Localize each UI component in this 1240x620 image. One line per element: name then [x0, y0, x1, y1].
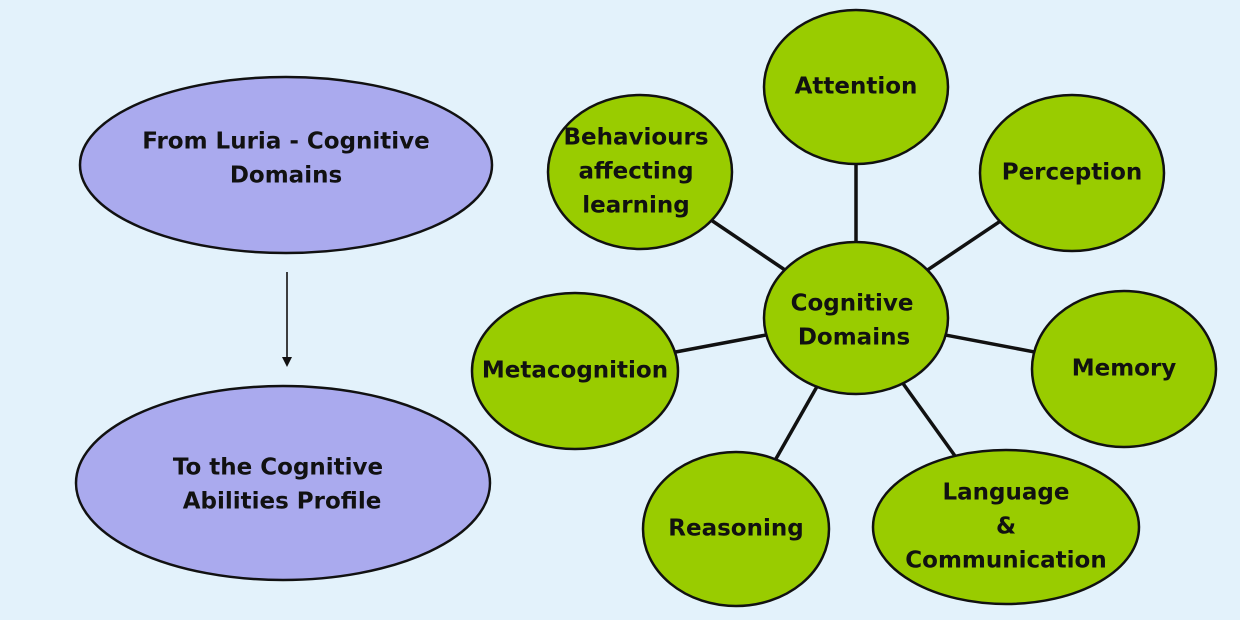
- domain-node-language-communication: Language & Communication: [871, 448, 1141, 606]
- domain-ellipse-perception: [978, 93, 1166, 253]
- from-luria-ellipse: [78, 75, 494, 255]
- domain-node-attention: Attention: [762, 8, 950, 166]
- link-reasoning: [774, 385, 819, 461]
- domain-label-attention-line1: Attention: [795, 74, 918, 100]
- hub-node: Cognitive Domains: [762, 240, 950, 396]
- domain-node-behaviours-affecting-learning: Behaviours affecting learning: [546, 93, 734, 251]
- cap-label-line2: Abilities Profile: [183, 489, 382, 515]
- cognitive-abilities-profile-ellipse: [74, 384, 492, 582]
- hub-links: [674, 164, 1035, 461]
- domain-ellipse-attention: [762, 8, 950, 166]
- domain-label-behaviours-affecting-learning-line2: affecting: [578, 159, 693, 185]
- hub-label-line2: Domains: [798, 325, 910, 351]
- hub-label-line1: Cognitive: [791, 291, 914, 317]
- domain-ellipse-behaviours-affecting-learning: [546, 93, 734, 251]
- domain-label-language-communication-line1: Language: [943, 480, 1070, 506]
- domain-ellipse-memory: [1030, 289, 1218, 449]
- domain-label-behaviours-affecting-learning-line3: learning: [582, 193, 689, 219]
- link-language-communication: [901, 382, 957, 457]
- domain-label-reasoning-line1: Reasoning: [668, 516, 803, 542]
- link-metacognition: [674, 333, 767, 354]
- domain-node-memory: Memory: [1030, 289, 1218, 449]
- link-memory: [945, 333, 1035, 354]
- link-behaviours-affecting-learning: [710, 218, 786, 272]
- domain-label-metacognition-line1: Metacognition: [482, 358, 668, 384]
- domain-ellipse-metacognition: [470, 291, 680, 451]
- domain-node-perception: Perception: [978, 93, 1166, 253]
- from-luria-node: From Luria - Cognitive Domains: [78, 75, 494, 255]
- domain-node-metacognition: Metacognition: [470, 291, 680, 451]
- from-luria-label-line2: Domains: [230, 163, 342, 189]
- domain-label-language-communication-line2: &: [996, 514, 1016, 540]
- cap-label-line1: To the Cognitive: [173, 455, 383, 481]
- hub-ellipse: [762, 240, 950, 396]
- domain-label-memory-line1: Memory: [1072, 356, 1177, 382]
- from-luria-label-line1: From Luria - Cognitive: [142, 129, 430, 155]
- domain-label-perception-line1: Perception: [1002, 160, 1143, 186]
- domain-label-behaviours-affecting-learning-line1: Behaviours: [563, 125, 708, 151]
- domain-node-reasoning: Reasoning: [641, 450, 831, 608]
- cognitive-abilities-profile-node: To the Cognitive Abilities Profile: [74, 384, 492, 582]
- domain-ellipse-reasoning: [641, 450, 831, 608]
- link-perception: [926, 219, 1001, 272]
- domain-label-language-communication-line3: Communication: [905, 548, 1106, 574]
- domain-ellipse-language-communication: [871, 448, 1141, 606]
